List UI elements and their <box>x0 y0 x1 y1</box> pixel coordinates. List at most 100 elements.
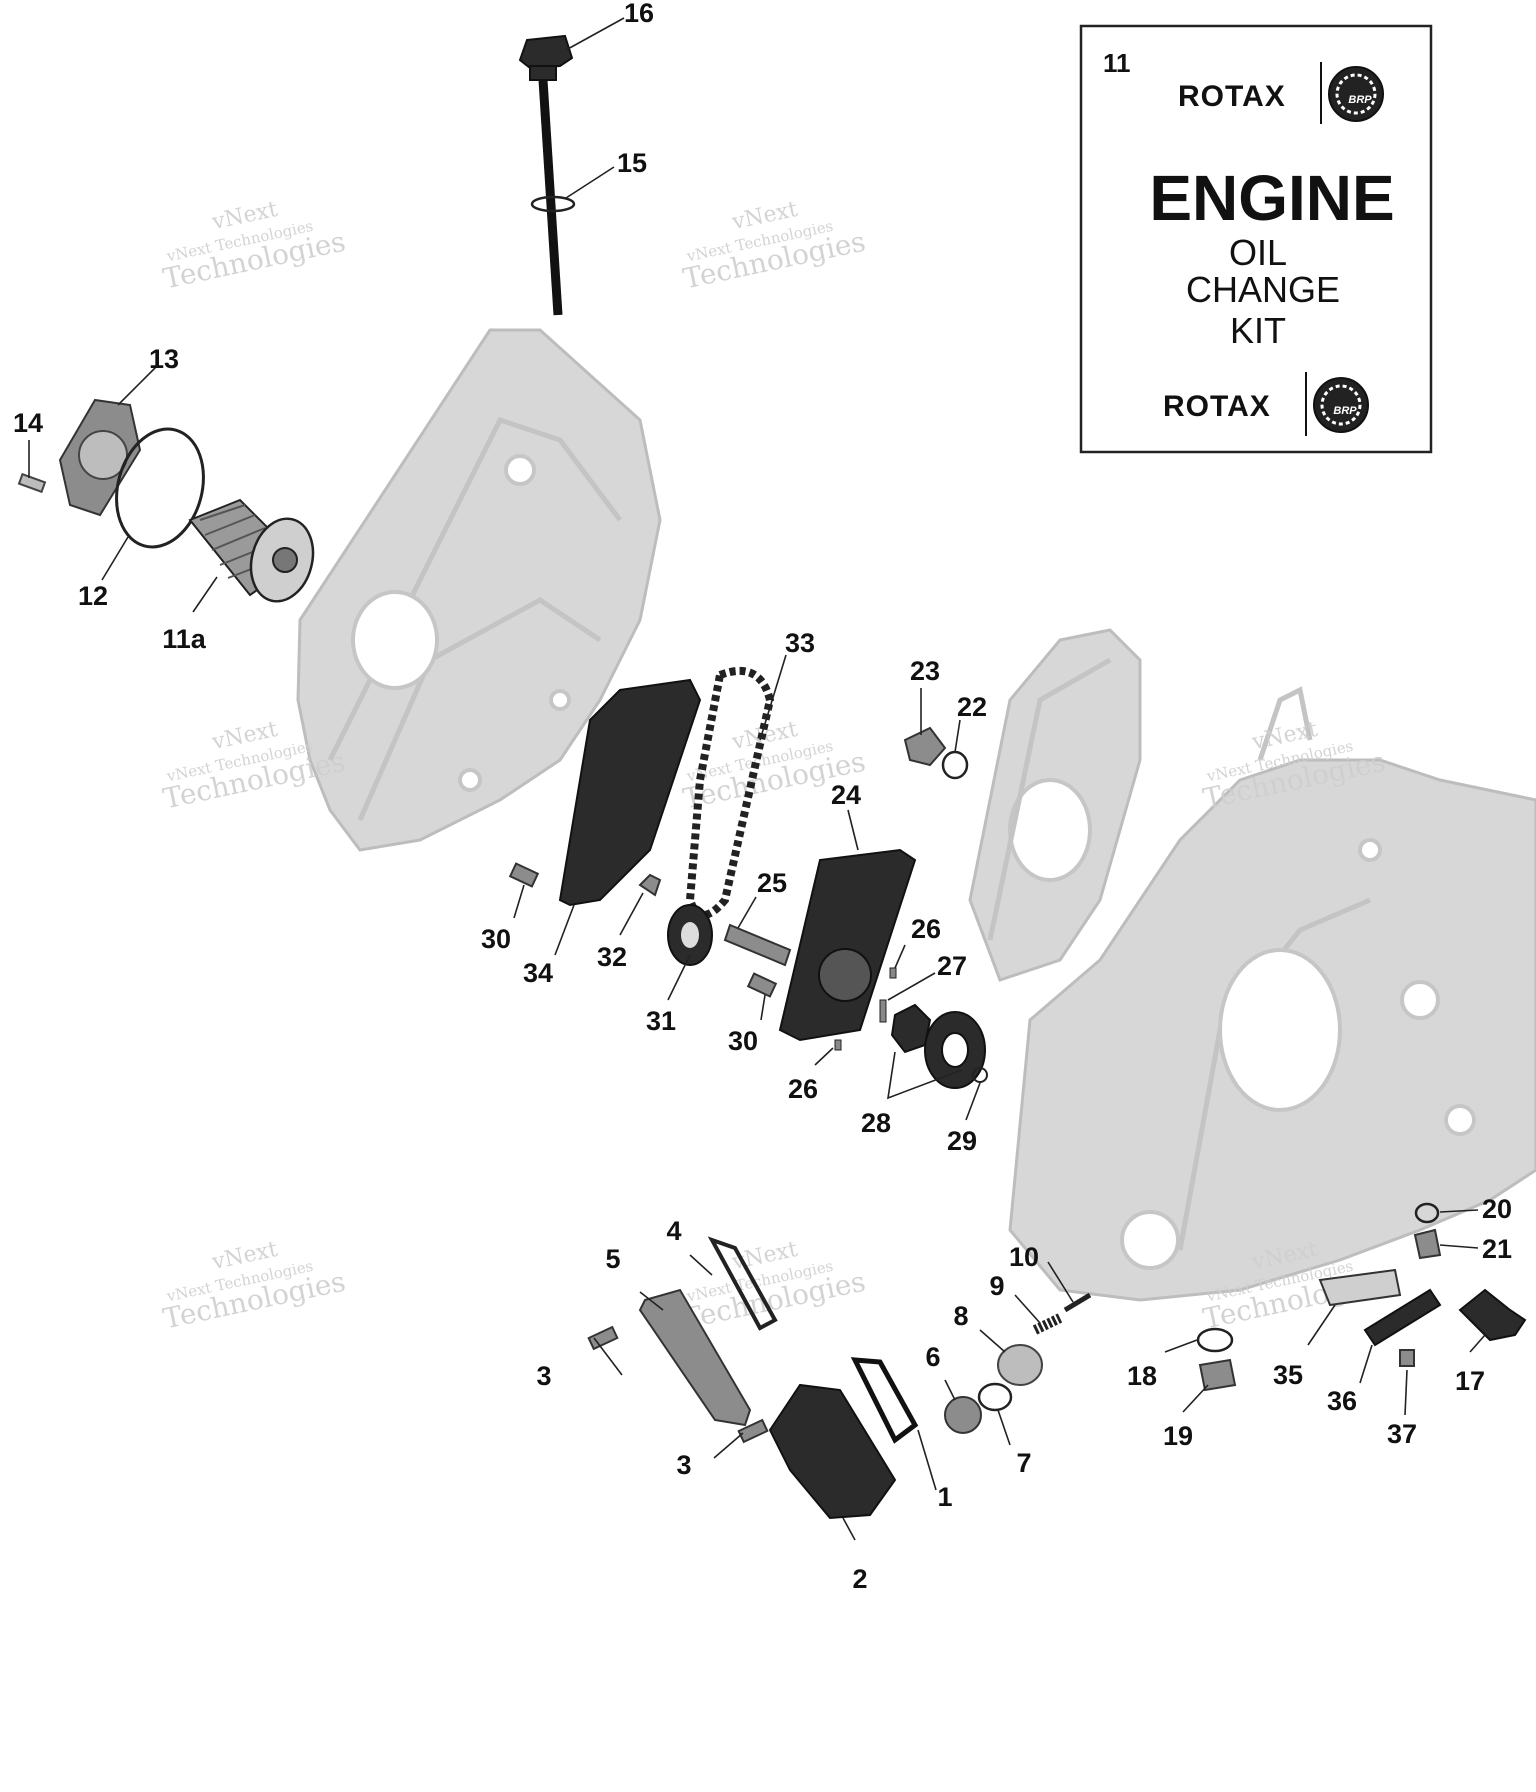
ring-29 <box>972 1067 988 1083</box>
brp-logo-top: BRP <box>1328 66 1384 122</box>
dowel-26-b <box>834 1039 842 1051</box>
outer-rotor-bore <box>941 1032 969 1068</box>
sprocket-hub <box>681 922 699 948</box>
bolt-3-a <box>587 1325 619 1351</box>
callouts: 16 15 13 14 12 11a 33 23 22 24 25 26 27 … <box>13 0 1512 1594</box>
callout-19: 19 <box>1163 1421 1193 1451</box>
callout-25: 25 <box>757 868 787 898</box>
right-crankcase-ghost <box>1008 686 1536 1302</box>
callout-31: 31 <box>646 1006 676 1036</box>
cooler-plate-5 <box>638 1288 752 1427</box>
spring-9 <box>1032 1313 1063 1335</box>
pump-plate-24 <box>778 848 917 1042</box>
callout-20: 20 <box>1482 1194 1512 1224</box>
callout-13: 13 <box>149 344 179 374</box>
callout-9: 9 <box>989 1271 1004 1301</box>
oil-cooler-2 <box>768 1383 897 1520</box>
callout-26-a: 26 <box>911 914 941 944</box>
callout-18: 18 <box>1127 1361 1157 1391</box>
callout-16: 16 <box>624 0 654 28</box>
rotax-logo-top: ROTAX <box>1178 80 1286 113</box>
callout-37: 37 <box>1387 1419 1417 1449</box>
dipstick-cap-16 <box>518 34 574 70</box>
callout-29: 29 <box>947 1126 977 1156</box>
oil-filter-group <box>17 398 315 603</box>
plug-23 <box>903 726 947 767</box>
o-ring-12 <box>115 427 205 549</box>
watermark-1: vNext vNext Technologies Technologies <box>160 197 348 296</box>
watermark-2: vNext vNext Technologies Technologies <box>680 197 868 296</box>
callout-15: 15 <box>617 148 647 178</box>
middle-cover-ghost <box>968 628 1142 982</box>
gasket-35 <box>1318 1268 1402 1307</box>
callout-28: 28 <box>861 1108 891 1138</box>
callout-11a: 11a <box>162 624 207 654</box>
callout-4: 4 <box>666 1216 681 1246</box>
plug-6 <box>944 1396 982 1434</box>
callout-10: 10 <box>1009 1242 1039 1272</box>
dowel-26-a <box>889 967 897 979</box>
kit-line-kit: KIT <box>1230 310 1286 351</box>
watermark-6: vNext vNext Technologies Technologies <box>160 1237 348 1336</box>
plug-19 <box>1198 1358 1237 1392</box>
left-engine-cover-ghost <box>296 328 662 852</box>
bolt-3-b <box>737 1418 769 1444</box>
bolt-30-b <box>746 972 778 998</box>
dipstick-o-ring-15 <box>530 195 576 213</box>
oil-change-kit-box: 11 ROTAX BRP ENGINE OIL CHANGE KIT ROTAX… <box>1079 24 1433 454</box>
kit-line-oil: OIL <box>1229 232 1287 273</box>
callout-35: 35 <box>1273 1360 1303 1390</box>
callout-14: 14 <box>13 408 43 438</box>
callout-33: 33 <box>785 628 815 658</box>
kit-line-change: CHANGE <box>1186 269 1340 310</box>
bracket-36 <box>1363 1288 1442 1347</box>
o-ring-18 <box>1196 1327 1234 1353</box>
valve-8 <box>997 1344 1043 1386</box>
brp-logo-text: BRP <box>1348 94 1372 106</box>
sensor-17 <box>1458 1288 1527 1342</box>
pin-27 <box>879 999 887 1023</box>
plug-21 <box>1413 1228 1442 1260</box>
callout-6: 6 <box>925 1342 940 1372</box>
clip-32 <box>638 873 662 897</box>
watermark-7: vNext vNext Technologies Technologies <box>680 1237 868 1336</box>
bolt-30-a <box>508 862 540 888</box>
callout-32: 32 <box>597 942 627 972</box>
shaft-25 <box>723 923 792 967</box>
callout-1: 1 <box>937 1482 952 1512</box>
callout-24: 24 <box>831 780 861 810</box>
o-ring-20 <box>1414 1202 1440 1224</box>
callout-8: 8 <box>953 1301 968 1331</box>
callout-30-b: 30 <box>728 1026 758 1056</box>
gasket-1 <box>850 1357 919 1444</box>
callout-27: 27 <box>937 951 967 981</box>
callout-23: 23 <box>910 656 940 686</box>
dipstick-neck <box>529 65 557 81</box>
callout-26-b: 26 <box>788 1074 818 1104</box>
callout-36: 36 <box>1327 1386 1357 1416</box>
rotax-logo-bottom: ROTAX <box>1163 390 1271 423</box>
pump-plate-bore <box>818 948 872 1002</box>
callout-30-a: 30 <box>481 924 511 954</box>
callout-7: 7 <box>1016 1448 1031 1478</box>
o-ring-7 <box>977 1382 1013 1412</box>
callout-5: 5 <box>605 1244 620 1274</box>
oil-filter-11a <box>188 498 315 603</box>
callout-21: 21 <box>1482 1234 1512 1264</box>
screw-37 <box>1399 1349 1415 1367</box>
callout-3-b: 3 <box>676 1450 691 1480</box>
kit-title: ENGINE <box>1149 162 1394 234</box>
screw-14 <box>17 472 47 494</box>
callout-17: 17 <box>1455 1366 1485 1396</box>
callout-34: 34 <box>523 958 553 988</box>
callout-3-a: 3 <box>536 1361 551 1391</box>
brp-logo-text: BRP <box>1333 405 1357 417</box>
brp-logo-bottom: BRP <box>1313 377 1369 433</box>
kit-number: 11 <box>1103 48 1131 78</box>
pin-10 <box>1063 1292 1092 1313</box>
callout-22: 22 <box>957 692 987 722</box>
callout-2: 2 <box>852 1564 867 1594</box>
filter-cover-face <box>78 430 128 480</box>
dipstick-assembly <box>518 34 576 316</box>
